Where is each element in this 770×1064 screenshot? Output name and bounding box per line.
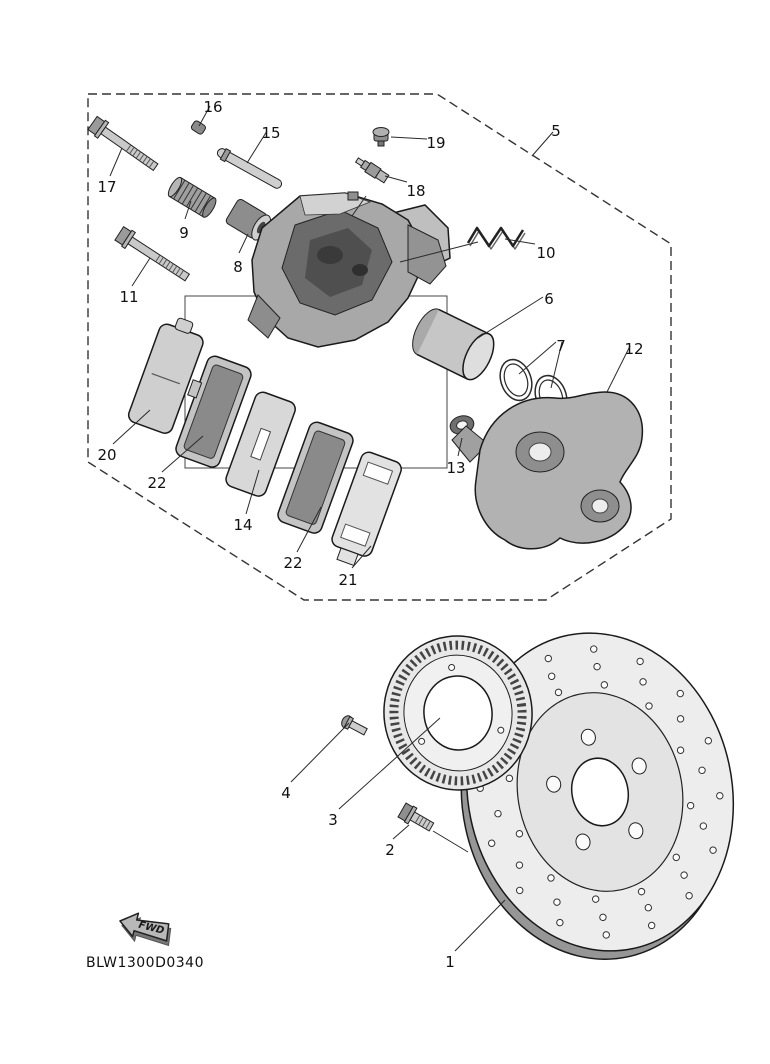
caliper-piston-6 [412,308,495,381]
callout-12: 12 [624,340,643,358]
brake-pad-20 [127,317,204,434]
pad-plate-14 [225,391,296,497]
caliper-body [247,191,451,348]
callout-5: 5 [551,122,561,140]
callout-8: 8 [233,258,243,276]
pad-spring-clip-10 [466,226,526,250]
callout-4: 4 [281,784,291,802]
callout-10: 10 [536,244,555,262]
callout-18: 18 [406,182,425,200]
assembly-boundary [87,93,672,601]
sensor-bolt-4 [341,715,368,736]
callout-2: 2 [385,841,395,859]
cap-16 [190,120,206,135]
callout-22-a: 22 [147,474,166,492]
callout-21: 21 [338,571,357,589]
brake-pad-22-a [175,355,252,468]
callout-7: 7 [556,337,566,355]
callout-19: 19 [426,134,445,152]
leader-lines [109,105,631,952]
part-code: BLW1300D0340 [86,955,204,971]
callout-22-b: 22 [283,554,302,572]
bleed-screw-18 [354,157,390,184]
sensor-ring-3 [383,635,533,791]
callout-17: 17 [97,178,116,196]
boot-9 [167,176,217,218]
pad-shim-21 [331,451,402,567]
callout-13: 13 [446,459,465,477]
callout-20: 20 [97,446,116,464]
callout-15: 15 [261,124,280,142]
disc-bolt-2 [397,802,435,832]
piston-seal-7a [499,358,533,402]
callout-3: 3 [328,811,338,829]
callout-14: 14 [233,516,252,534]
callout-11: 11 [119,288,138,306]
callout-9: 9 [179,224,189,242]
caliper-bolt-17 [87,115,159,172]
brake-pad-22-b [277,421,354,534]
callout-6: 6 [544,290,554,308]
bleed-cap-19 [372,127,390,147]
fwd-arrow: FWD [119,912,172,947]
slide-pin-15 [216,147,283,189]
callout-16: 16 [203,98,222,116]
callout-1: 1 [445,953,455,971]
caliper-bracket-12 [451,391,644,550]
caliper-bolt-11 [114,225,191,282]
